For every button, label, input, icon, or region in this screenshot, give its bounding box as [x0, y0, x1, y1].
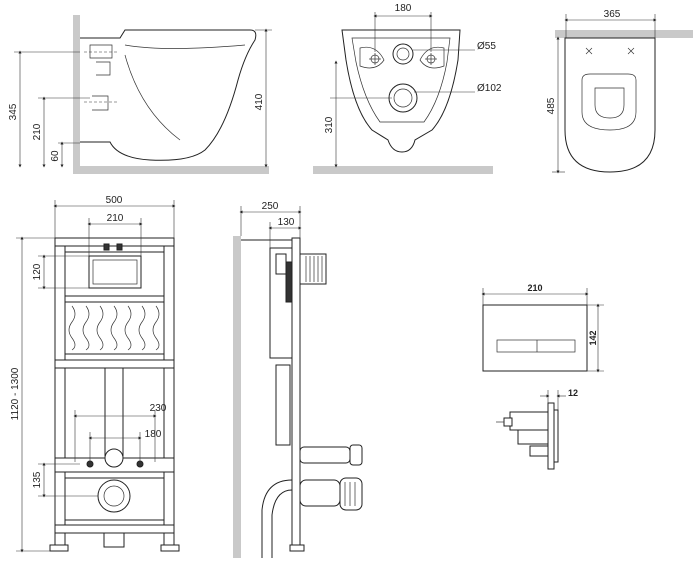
rear-bowl-view: 180 310 Ø55 Ø102 [313, 3, 502, 174]
dim-frame-230: 230 [150, 403, 167, 414]
dim-top-485: 485 [546, 97, 557, 114]
flush-button-section [496, 402, 559, 470]
flush-opening [88, 255, 142, 289]
dim-frame-500: 500 [106, 195, 123, 206]
frame-front-view: 500 210 120 1120 - 1300 230 180 135 [10, 195, 180, 553]
frame-right-upright [163, 237, 175, 549]
dim-rear-180: 180 [395, 3, 412, 14]
top-bowl-view: 365 485 [546, 9, 693, 174]
dim-top-365: 365 [604, 9, 621, 20]
frame-side-drain-bend [261, 479, 293, 558]
dim-side-345: 345 [8, 103, 19, 120]
dim-button-12: 12 [568, 388, 578, 398]
top-bowl-wall [555, 30, 693, 38]
dim-frame-120: 120 [32, 263, 43, 280]
flush-button-plate [482, 304, 588, 372]
rear-hole-102 [388, 83, 418, 113]
flush-pipe [104, 367, 124, 457]
dim-side-frame-130: 130 [278, 217, 295, 228]
dim-side-410: 410 [254, 93, 265, 110]
dim-frame-135: 135 [32, 471, 43, 488]
side-bowl-wall [73, 15, 80, 173]
frame-side-upright [291, 237, 301, 551]
top-bowl-outline [564, 37, 656, 173]
dim-rear-310: 310 [324, 116, 335, 133]
flush-button-view: 210 142 12 [481, 283, 604, 470]
frame-side-view: 250 130 [233, 201, 363, 558]
side-bowl-view: 345 210 60 410 [8, 15, 272, 174]
frame-side-wall [233, 236, 241, 558]
side-bowl-floor [73, 166, 269, 174]
rear-bowl-floor [313, 166, 493, 174]
side-bowl-outline [80, 29, 257, 161]
dim-frame-210: 210 [107, 213, 124, 224]
dim-side-60: 60 [50, 150, 61, 162]
dim-rear-d102: Ø102 [477, 83, 502, 94]
rear-bowl-outline [341, 29, 461, 153]
frame-left-upright [54, 237, 66, 549]
dim-side-210: 210 [32, 123, 43, 140]
dim-button-210: 210 [527, 283, 542, 293]
cistern-body [64, 301, 165, 355]
dim-frame-height: 1120 - 1300 [10, 367, 21, 420]
dim-rear-d55: Ø55 [477, 41, 496, 52]
rear-hole-55 [392, 43, 414, 65]
dim-side-frame-250: 250 [262, 201, 279, 212]
dim-button-142: 142 [588, 330, 598, 345]
dim-frame-180: 180 [145, 429, 162, 440]
